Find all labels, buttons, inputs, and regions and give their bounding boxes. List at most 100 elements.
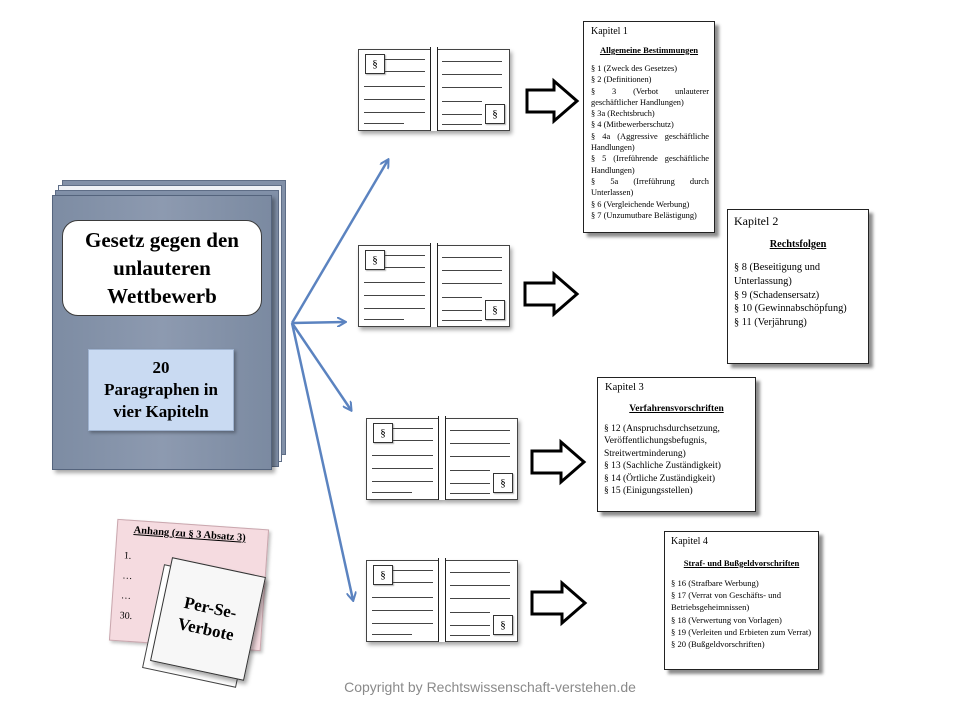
text-line	[393, 570, 433, 571]
connector-arrow-4	[290, 322, 353, 600]
book-title-line: Wettbewerb	[107, 284, 217, 308]
chapter-item: § 19 (Verleiten und Erbieten zum Verrat)	[671, 626, 812, 637]
annex-item: …	[120, 590, 132, 602]
text-line	[450, 456, 510, 457]
text-line	[442, 87, 502, 88]
text-line	[450, 625, 490, 626]
text-line	[442, 283, 502, 284]
book-title: Gesetz gegen den unlauteren Wettbewerb	[62, 220, 262, 316]
outline-arrow-1	[525, 77, 580, 125]
chapter-box-3: Kapitel 3 Verfahrensvorschriften § 12 (A…	[597, 377, 756, 512]
text-line	[450, 598, 510, 599]
chapter-heading: Rechtsfolgen	[769, 239, 827, 250]
chapter-item: § 17 (Verrat von Geschäfts- und Betriebs…	[671, 590, 782, 613]
connector-arrow-3	[290, 322, 351, 410]
chapter-label: Kapitel 4	[671, 536, 708, 547]
text-line	[442, 124, 482, 125]
chapter-box-1: Kapitel 1 Allgemeine Bestimmungen § 1 (Z…	[583, 21, 715, 233]
chapter-heading: Verfahrensvorschriften	[629, 404, 724, 414]
chapter-items: § 8 (Beseitigung und Unterlassung) § 9 (…	[734, 261, 864, 330]
section-symbol-icon: §	[373, 423, 393, 443]
open-book-icon-4: § §	[366, 558, 518, 642]
chapter-box-4: Kapitel 4 Straf- und Bußgeldvorschriften…	[664, 531, 819, 670]
book-subtitle-line: Paragraphen in	[104, 380, 218, 399]
outline-arrow-4	[530, 579, 588, 627]
chapter-item: § 16 (Strafbare Werbung)	[671, 578, 759, 588]
chapter-item: § 20 (Bußgeldvorschriften)	[671, 639, 765, 650]
book-page-right	[434, 245, 510, 327]
text-line	[385, 255, 425, 256]
connector-arrow-2	[291, 322, 345, 323]
text-line	[442, 114, 482, 115]
section-symbol-icon: §	[365, 250, 385, 270]
chapter-item: § 9 (Schadensersatz)	[734, 289, 820, 301]
text-line	[450, 443, 510, 444]
annex-item: 30.	[119, 610, 133, 623]
text-line	[372, 634, 412, 635]
chapter-item: § 8 (Beseitigung und Unterlassung)	[734, 262, 821, 287]
text-line	[442, 297, 482, 298]
open-book-icon-1: § §	[358, 47, 510, 131]
text-line	[372, 492, 412, 493]
text-line	[393, 582, 433, 583]
text-line	[442, 101, 482, 102]
text-line	[372, 623, 433, 624]
chapter-label: Kapitel 2	[734, 214, 779, 228]
chapter-item: § 4 (Mitbewerberschutz)	[591, 120, 674, 130]
book-spine	[430, 243, 438, 327]
chapter-items: § 1 (Zweck des Gesetzes) § 2 (Definition…	[591, 63, 709, 221]
section-symbol-icon: §	[485, 300, 505, 320]
text-line	[372, 610, 433, 611]
connector-arrows	[290, 160, 388, 600]
chapter-item: § 12 (Anspruchsdurchsetzung, Veröffentli…	[604, 424, 720, 459]
chapter-item: § 5 (Irreführende geschäftliche Handlung…	[591, 154, 709, 175]
book-spine	[430, 47, 438, 131]
text-line	[372, 481, 433, 482]
book-subtitle: 20 Paragraphen in vier Kapiteln	[88, 349, 234, 431]
text-line	[393, 440, 433, 441]
text-line	[364, 86, 425, 87]
chapter-item: § 4a (Aggressive geschäftliche Handlunge…	[591, 131, 709, 153]
text-line	[442, 61, 502, 62]
book-spine	[438, 416, 446, 500]
text-line	[450, 483, 490, 484]
chapter-item: § 1 (Zweck des Gesetzes)	[591, 64, 678, 73]
outline-arrows	[523, 77, 588, 627]
outline-arrow-2	[523, 270, 580, 318]
chapter-items: § 12 (Anspruchsdurchsetzung, Veröffentli…	[604, 423, 752, 497]
book-page-right	[442, 560, 518, 642]
text-line	[364, 112, 425, 113]
text-line	[442, 257, 502, 258]
text-line	[450, 635, 490, 636]
chapter-item: § 5a (Irreführung durch Unterlassen)	[591, 176, 709, 198]
text-line	[450, 612, 490, 613]
text-line	[364, 319, 404, 320]
annex-title: Anhang (zu § 3 Absatz 3)	[133, 525, 247, 544]
chapter-item: § 2 (Definitionen)	[591, 75, 652, 85]
text-line	[450, 572, 510, 573]
copyright-text: Copyright by Rechtswissenschaft-verstehe…	[344, 679, 636, 695]
text-line	[450, 585, 510, 586]
chapter-item: § 11 (Verjährung)	[734, 317, 807, 329]
connector-arrow-1	[290, 160, 388, 324]
text-line	[385, 59, 425, 60]
section-symbol-icon: §	[365, 54, 385, 74]
book-subtitle-line: 20	[152, 358, 170, 377]
text-line	[364, 308, 425, 309]
text-line	[442, 74, 502, 75]
text-line	[372, 455, 433, 456]
chapter-item: § 15 (Einigungsstellen)	[604, 486, 693, 497]
chapter-item: § 6 (Vergleichende Werbung)	[591, 199, 690, 209]
chapter-item: § 7 (Unzumutbare Belästigung)	[591, 210, 697, 220]
section-symbol-icon: §	[485, 104, 505, 124]
section-symbol-icon: §	[493, 615, 513, 635]
text-line	[372, 468, 433, 469]
book-subtitle-line: vier Kapiteln	[113, 402, 209, 421]
text-line	[385, 71, 425, 72]
text-line	[364, 123, 404, 124]
text-line	[442, 270, 502, 271]
section-symbol-icon: §	[493, 473, 513, 493]
text-line	[364, 99, 425, 100]
open-book-icon-2: § §	[358, 243, 510, 327]
